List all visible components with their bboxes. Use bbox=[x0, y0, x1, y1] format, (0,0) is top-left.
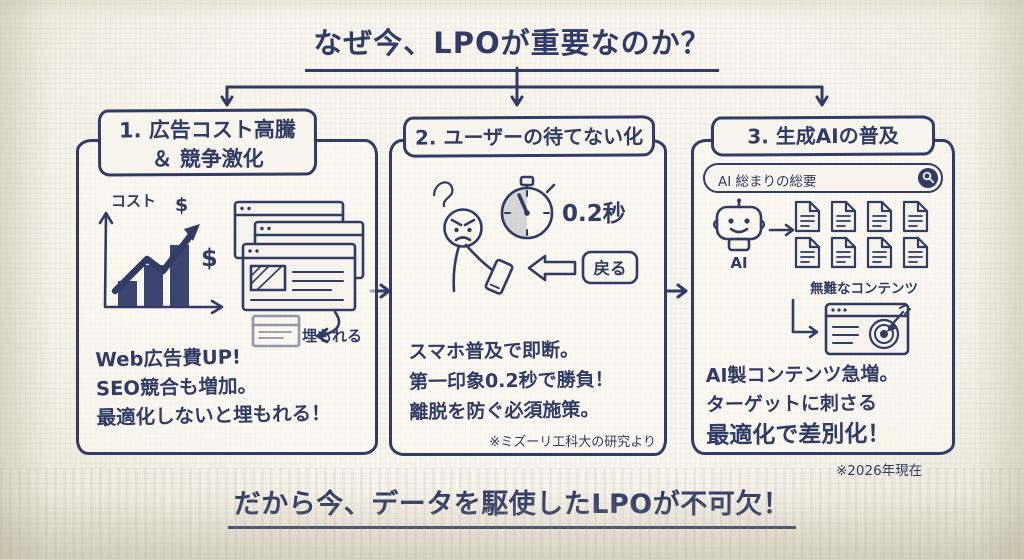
buried-arrow-icon bbox=[317, 310, 341, 338]
panel2-body: スマホ普及で即断。 第一印象0.2秒で勝負！ 離脱を防ぐ必須施策。 bbox=[408, 335, 614, 428]
search-bar-illustration: AI 総まりの総要 bbox=[703, 163, 943, 193]
panel3-illustration: AI 無難なコンテンツ bbox=[712, 198, 929, 356]
search-query-text: AI 総まりの総要 bbox=[718, 174, 817, 190]
panel2-body-line: 第一印象0.2秒で勝負！ bbox=[408, 368, 614, 394]
panel3-body: AI製コンテンツ急増。 ターゲットに刺さる 最適化で差別化！ bbox=[706, 360, 900, 451]
reaction-time-label: 0.2秒 bbox=[562, 201, 626, 227]
docs-to-page-arrow bbox=[791, 298, 818, 334]
target-page-icon bbox=[824, 302, 911, 356]
panel1-title-line2: ＆ 競争激化 bbox=[151, 146, 264, 172]
cost-axis-label: コスト bbox=[111, 192, 156, 210]
panel1-body-line: 最適化しないと埋もれる！ bbox=[96, 401, 331, 430]
frustrated-user-icon bbox=[432, 181, 514, 295]
panel2-footnote: ※ミズーリ工科大の研究より bbox=[489, 435, 656, 450]
back-arrow-icon bbox=[527, 254, 577, 282]
ai-label: AI bbox=[730, 254, 747, 272]
stopwatch-icon bbox=[500, 175, 556, 240]
panel2-body-line: 離脱を防ぐ必須施策。 bbox=[409, 398, 600, 424]
buried-window-icon bbox=[251, 314, 301, 348]
title-row: なぜ今、LPOが重要なのか？ bbox=[0, 20, 1024, 72]
dollar-sign-icon: $ bbox=[201, 244, 218, 272]
browser-stack-icon bbox=[233, 200, 365, 312]
panel1-body: Web広告費UP! SEO競合も増加。 最適化しないと埋もれる！ bbox=[95, 341, 331, 433]
panel3-body-line: ターゲットに刺さる bbox=[705, 392, 878, 417]
back-button-label: 戻る bbox=[594, 258, 627, 278]
smartphone-icon bbox=[484, 258, 514, 295]
panel1-title: 1. 広告コスト高騰 ＆ 競争激化 bbox=[97, 108, 318, 177]
ai-robot-icon bbox=[712, 198, 766, 252]
panel3-body-line: AI製コンテンツ急増。 bbox=[705, 362, 899, 388]
panel1-illustration: コスト $ $ 埋もれる bbox=[98, 192, 365, 348]
panel3-title: 3. 生成AIの普及 bbox=[710, 115, 936, 157]
page-title: なぜ今、LPOが重要なのか？ bbox=[305, 20, 719, 72]
search-icon bbox=[918, 167, 938, 188]
panel2-title: 2. ユーザーの待てない化 bbox=[402, 115, 656, 158]
panel2-body-line: スマホ普及で即断。 bbox=[408, 339, 580, 364]
panel1-title-line1: 1. 広告コスト高騰 bbox=[118, 117, 296, 143]
conclusion-row: だから今、データを駆使したLPOが不可欠！ bbox=[0, 482, 1024, 529]
panel2-illustration: 0.2秒 戻る bbox=[432, 175, 639, 295]
bland-content-label: 無難なコンテンツ bbox=[810, 280, 918, 297]
cost-chart-icon bbox=[98, 211, 224, 315]
dollar-sign-icon: $ bbox=[175, 194, 188, 216]
conclusion-text: だから今、データを駆使したLPOが不可欠！ bbox=[227, 482, 797, 529]
buried-label: 埋もれる bbox=[302, 327, 362, 345]
panel3-body-line-emphasis: 最適化で差別化！ bbox=[706, 421, 891, 450]
document-grid-icon bbox=[794, 200, 929, 269]
panel3-footnote: ※2026年現在 bbox=[836, 463, 923, 479]
back-button-box bbox=[581, 250, 639, 285]
